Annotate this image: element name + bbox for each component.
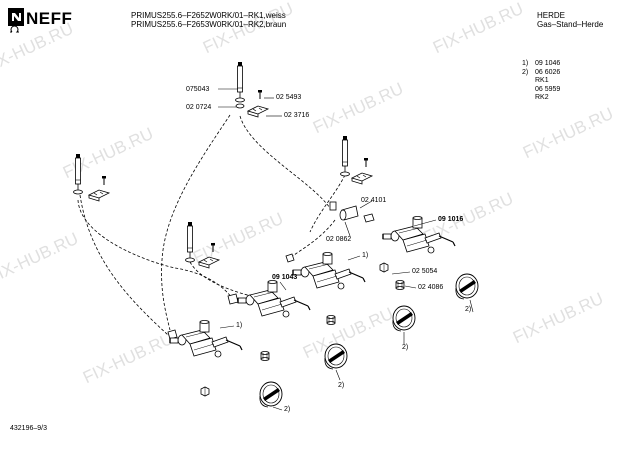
svg-text:NEFF: NEFF [26, 9, 72, 28]
gas-valve [237, 279, 311, 318]
retaining-bracket [247, 105, 269, 118]
part-label: 02 5054 [412, 268, 438, 275]
fixing-screw [257, 89, 263, 100]
leader-lines [218, 88, 474, 411]
gas-valve [169, 319, 243, 358]
control-knob [324, 343, 348, 370]
neff-logo: NEFF [8, 8, 72, 33]
thermocouple-wires [77, 114, 346, 336]
retaining-bracket [351, 172, 373, 185]
model-line-2: PRIMUS255.6–F2653W0RK/01–RK2,braun [131, 20, 287, 29]
note-item: RK1 [535, 77, 549, 84]
part-label: 09 1043 [272, 274, 298, 281]
ignition-probe [235, 61, 245, 103]
note-item: 06 5959 [535, 85, 561, 93]
ref-label: 2) [402, 344, 409, 351]
note-item: RK2 [535, 94, 549, 101]
retaining-bracket [198, 256, 220, 269]
part-label: 02 3716 [284, 112, 310, 119]
ref-label: 2) [465, 306, 472, 313]
hex-nut [200, 386, 210, 397]
ref-label: 2) [284, 406, 291, 413]
nozzle-fitting [326, 315, 336, 325]
note-item: 2)06 6026 [522, 68, 561, 76]
part-label: 02 0862 [326, 236, 352, 243]
hex-nut [379, 262, 389, 273]
ignition-probe [340, 135, 350, 177]
ref-label: 1) [362, 252, 369, 259]
connector-02-4101 [329, 201, 375, 223]
model-line-1: PRIMUS255.6–F2652W0RK/01–RK1,weiss [131, 11, 286, 20]
fixing-screw [210, 242, 216, 253]
retaining-bracket [88, 189, 110, 202]
part-label: 02 4101 [361, 197, 387, 204]
part-label: 09 1016 [438, 216, 464, 223]
part-label: 02 5493 [276, 94, 302, 101]
nozzle-fitting [395, 280, 405, 290]
category-subtitle: Gas–Stand–Herde [537, 20, 604, 29]
note-item: 1)09 1046 [522, 60, 561, 67]
fixing-screw [363, 157, 369, 168]
ref-label: 2) [338, 382, 345, 389]
control-knob [392, 305, 416, 332]
fixing-screw [101, 175, 107, 186]
part-label: 02 0724 [186, 104, 212, 111]
control-knob [259, 381, 283, 408]
connector-left [167, 293, 239, 340]
notes-list: 1)09 1046 2)06 6026 RK1 06 5959 RK2 [522, 60, 560, 103]
drawing-number: 432196–9/3 [10, 425, 47, 432]
ref-label: 1) [236, 322, 243, 329]
control-knob [455, 273, 479, 300]
nozzle-fitting [260, 351, 270, 361]
ignition-probe [73, 153, 83, 195]
ignition-probe [185, 221, 195, 263]
part-label: 075043 [186, 86, 210, 93]
category-title: HERDE [537, 11, 566, 20]
part-label: 02 4086 [418, 284, 444, 291]
sealing-washer [235, 103, 245, 109]
connector-02-0862 [285, 253, 295, 263]
